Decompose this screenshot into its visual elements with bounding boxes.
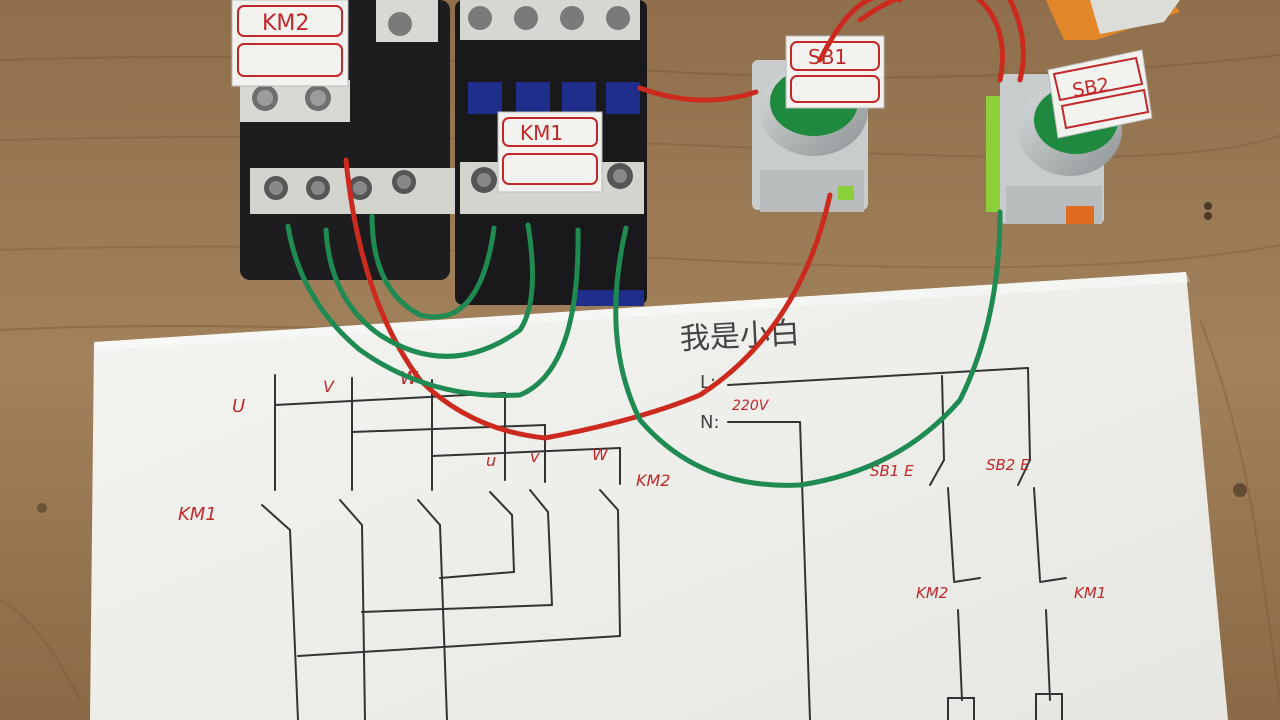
orange-component xyxy=(1046,0,1180,40)
main-km1-label: KM1 xyxy=(178,504,217,525)
interlock-km1-label: KM1 xyxy=(1074,584,1106,602)
diagram-paper xyxy=(90,272,1228,720)
line-n-label: N: xyxy=(700,412,720,433)
contactor-km1: KM1 xyxy=(455,0,647,306)
motor-u-label: u xyxy=(486,451,496,470)
main-km2-label: KM2 xyxy=(636,471,670,490)
km1-tag-label: KM1 xyxy=(520,121,563,145)
pushbutton-sb1: SB1 xyxy=(752,35,885,212)
sb2-contact-label: SB2 E xyxy=(986,456,1030,474)
sb1-contact-label: SB1 E xyxy=(870,462,914,480)
pushbutton-sb2: SB2 xyxy=(986,49,1153,224)
km2-tag-label: KM2 xyxy=(262,11,309,36)
contactor-km2: KM2 xyxy=(231,0,458,280)
sheet-title: 我是小白 xyxy=(679,316,801,357)
motor-v-label: v xyxy=(530,447,540,466)
phase-u-label: U xyxy=(232,396,245,417)
motor-w-label: W xyxy=(592,445,609,464)
phase-v-label: V xyxy=(323,377,335,396)
sheet-labels: 我是小白 U V W u v W KM1 KM2 L: N: 220V SB1 … xyxy=(178,316,1106,602)
circuit-drawing xyxy=(261,367,1067,720)
voltage-label: 220V xyxy=(732,398,770,414)
wiring xyxy=(285,0,1026,488)
interlock-km2-label: KM2 xyxy=(916,584,948,602)
